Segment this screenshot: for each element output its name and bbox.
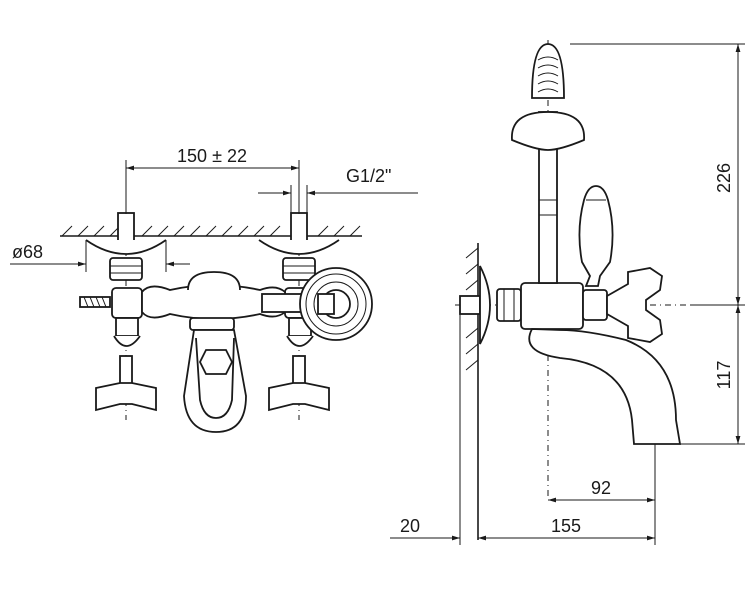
front-wall-hatching xyxy=(61,225,361,237)
dim-thread: G1/2" xyxy=(258,166,418,214)
lever-handle xyxy=(578,185,614,287)
side-wall-hatching xyxy=(465,247,479,371)
cross-handle xyxy=(606,267,663,343)
dim-spout-reach: 92 xyxy=(548,444,656,545)
dim-spacing-label: 150 ± 22 xyxy=(177,146,247,166)
dim-wall-offset-label: 20 xyxy=(400,516,420,536)
dim-wall-offset: 20 xyxy=(390,314,461,545)
hand-shower xyxy=(511,43,585,284)
dim-spout-reach-label: 92 xyxy=(591,478,611,498)
side-valve-nut xyxy=(582,289,608,321)
dim-thread-label: G1/2" xyxy=(346,166,391,186)
dim-total-depth-label: 155 xyxy=(551,516,581,536)
side-wall-connector xyxy=(459,265,522,345)
dim-hand-shower-height-label: 226 xyxy=(714,163,734,193)
dim-flange-label: ø68 xyxy=(12,242,43,262)
dim-flange: ø68 xyxy=(10,240,190,272)
side-view: 226 117 92 20 155 xyxy=(390,40,745,545)
spout xyxy=(528,328,682,445)
dim-spout-height-label: 117 xyxy=(714,361,734,390)
mixer-body xyxy=(141,271,286,433)
side-mixer-body xyxy=(520,282,584,330)
dim-total-depth: 155 xyxy=(478,516,655,541)
dim-spacing: 150 ± 22 xyxy=(125,146,300,214)
dim-spout-height: 117 xyxy=(680,305,745,445)
hand-shower-holder xyxy=(261,267,373,341)
front-view: 150 ± 22 G1/2" ø68 xyxy=(10,146,418,433)
